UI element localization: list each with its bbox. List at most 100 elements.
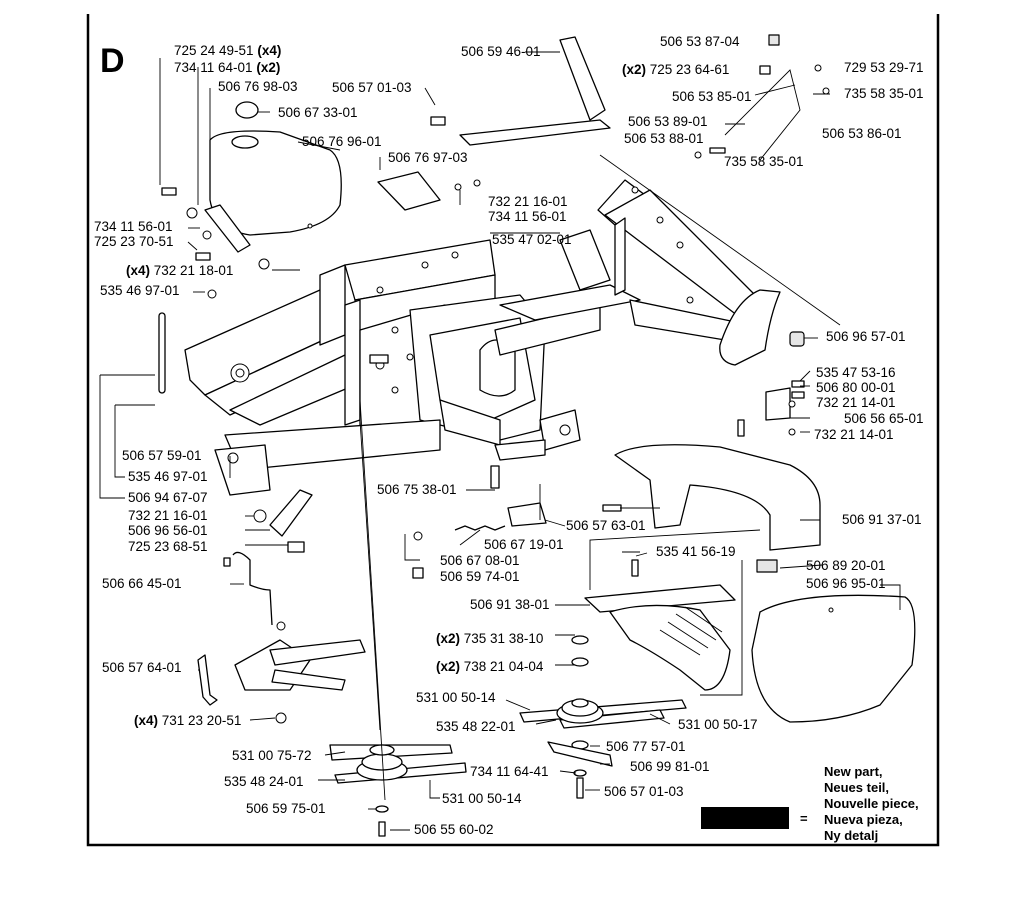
part-label: 506 59 75-01 — [246, 801, 326, 816]
part-label: 506 76 98-03 — [218, 79, 298, 94]
part-label: 506 75 38-01 — [377, 482, 457, 497]
hardware — [161, 34, 830, 724]
part-number: 506 77 57-01 — [606, 739, 686, 754]
part-label: 732 21 16-01 — [488, 194, 568, 209]
part-label: 506 53 88-01 — [624, 131, 704, 146]
quantity-prefix: (x2) — [436, 631, 464, 646]
part-number: 732 21 16-01 — [128, 508, 208, 523]
part-label: 735 58 35-01 — [844, 86, 924, 101]
part-label: 506 53 87-04 — [660, 34, 740, 49]
part-number: 725 24 49-51 — [174, 43, 254, 58]
part-label: 732 21 14-01 — [816, 395, 896, 410]
part-number: 734 11 56-01 — [488, 209, 567, 224]
belt-cover — [614, 444, 821, 551]
tank-strap — [377, 171, 441, 211]
part-label: 506 80 00-01 — [816, 380, 896, 395]
part-number: 732 21 18-01 — [154, 263, 234, 278]
part-number: 506 53 89-01 — [628, 114, 708, 129]
part-label: 734 11 64-41 — [470, 764, 549, 779]
part-number: 531 00 50-14 — [416, 690, 496, 705]
part-label: (x4) 732 21 18-01 — [126, 263, 233, 278]
part-number: 734 11 56-01 — [94, 219, 173, 234]
tube-handle — [719, 289, 781, 366]
part-label: 535 41 56-19 — [656, 544, 736, 559]
part-label: 506 53 85-01 — [672, 89, 752, 104]
part-number: 506 80 00-01 — [816, 380, 896, 395]
part-number: 506 99 81-01 — [630, 759, 710, 774]
part-number: 506 91 37-01 — [842, 512, 922, 527]
part-label: 506 53 89-01 — [628, 114, 708, 129]
part-label: 531 00 50-17 — [678, 717, 758, 732]
linkage-arm — [269, 639, 366, 666]
part-number: 506 57 63-01 — [566, 518, 646, 533]
part-number: 506 57 59-01 — [122, 448, 202, 463]
quantity-prefix: (x4) — [126, 263, 154, 278]
legend-line-2: Neues teil, — [824, 780, 889, 795]
parts-illustration — [99, 34, 916, 837]
front-pulley-assembly — [519, 635, 687, 799]
seat-plate-back — [559, 36, 606, 121]
linkage-arm-2 — [271, 669, 346, 691]
part-number: 506 66 45-01 — [102, 576, 182, 591]
legend-line-4: Nueva pieza, — [824, 812, 903, 827]
part-label: 506 96 56-01 — [128, 523, 208, 538]
part-label: 734 11 56-01 — [488, 209, 567, 224]
part-number: 535 41 56-19 — [656, 544, 736, 559]
part-label: 735 58 35-01 — [724, 154, 804, 169]
part-number: 725 23 68-51 — [128, 539, 208, 554]
part-label: 506 66 45-01 — [102, 576, 182, 591]
part-number: 531 00 75-72 — [232, 748, 312, 763]
part-number: 506 59 74-01 — [440, 569, 520, 584]
small-clip — [756, 559, 778, 573]
part-label: 506 94 67-07 — [128, 490, 208, 505]
quantity-suffix: (x4) — [254, 43, 282, 58]
part-label: 535 47 53-16 — [816, 365, 896, 380]
new-part-legend: = New part, Neues teil, Nouvelle piece, … — [701, 764, 919, 843]
part-label: 506 67 33-01 — [278, 105, 358, 120]
part-label: 506 56 65-01 — [844, 411, 924, 426]
part-number: 506 96 57-01 — [826, 329, 906, 344]
seat-plate — [459, 119, 611, 146]
part-label: 732 21 16-01 — [128, 508, 208, 523]
part-label: 506 89 20-01 — [806, 558, 886, 573]
side-cover — [751, 594, 916, 723]
part-number: 506 96 56-01 — [128, 523, 208, 538]
part-label: 506 57 64-01 — [102, 660, 182, 675]
part-number: 535 48 22-01 — [436, 719, 516, 734]
part-number: 735 31 38-10 — [464, 631, 544, 646]
part-label: 506 76 97-03 — [388, 150, 468, 165]
part-label: 725 23 70-51 — [94, 234, 174, 249]
chassis-frame — [184, 179, 761, 496]
part-label: (x2) 738 21 04-04 — [436, 659, 544, 674]
part-number: 535 46 97-01 — [100, 283, 180, 298]
legend-line-5: Ny detalj — [824, 828, 878, 843]
fuel-tank — [209, 101, 342, 236]
part-number: 734 11 64-41 — [470, 764, 549, 779]
part-label: 506 96 57-01 — [826, 329, 906, 344]
part-number: 506 76 98-03 — [218, 79, 298, 94]
part-number: 735 58 35-01 — [724, 154, 804, 169]
part-label: 506 57 63-01 — [566, 518, 646, 533]
quantity-prefix: (x2) — [622, 62, 650, 77]
part-number: 506 57 01-03 — [604, 784, 684, 799]
part-number: 734 11 64-01 — [174, 60, 253, 75]
part-label: 531 00 75-72 — [232, 748, 312, 763]
part-number-labels: 725 24 49-51 (x4)734 11 64-01 (x2)506 76… — [94, 34, 924, 837]
part-label: 506 57 59-01 — [122, 448, 202, 463]
legend-line-1: New part, — [824, 764, 883, 779]
part-label: 729 53 29-71 — [844, 60, 924, 75]
part-number: 535 46 97-01 — [128, 469, 208, 484]
part-number: 531 00 50-17 — [678, 717, 758, 732]
part-label: (x2) 735 31 38-10 — [436, 631, 543, 646]
part-label: 725 23 68-51 — [128, 539, 208, 554]
leader-lines — [99, 51, 901, 831]
part-number: 729 53 29-71 — [844, 60, 924, 75]
part-label: 506 67 19-01 — [484, 537, 564, 552]
part-label: 506 96 95-01 — [806, 576, 886, 591]
part-label: 506 55 60-02 — [414, 822, 494, 837]
part-number: 506 53 85-01 — [672, 89, 752, 104]
part-number: 506 57 64-01 — [102, 660, 182, 675]
quantity-prefix: (x4) — [134, 713, 162, 728]
part-number: 725 23 64-61 — [650, 62, 730, 77]
